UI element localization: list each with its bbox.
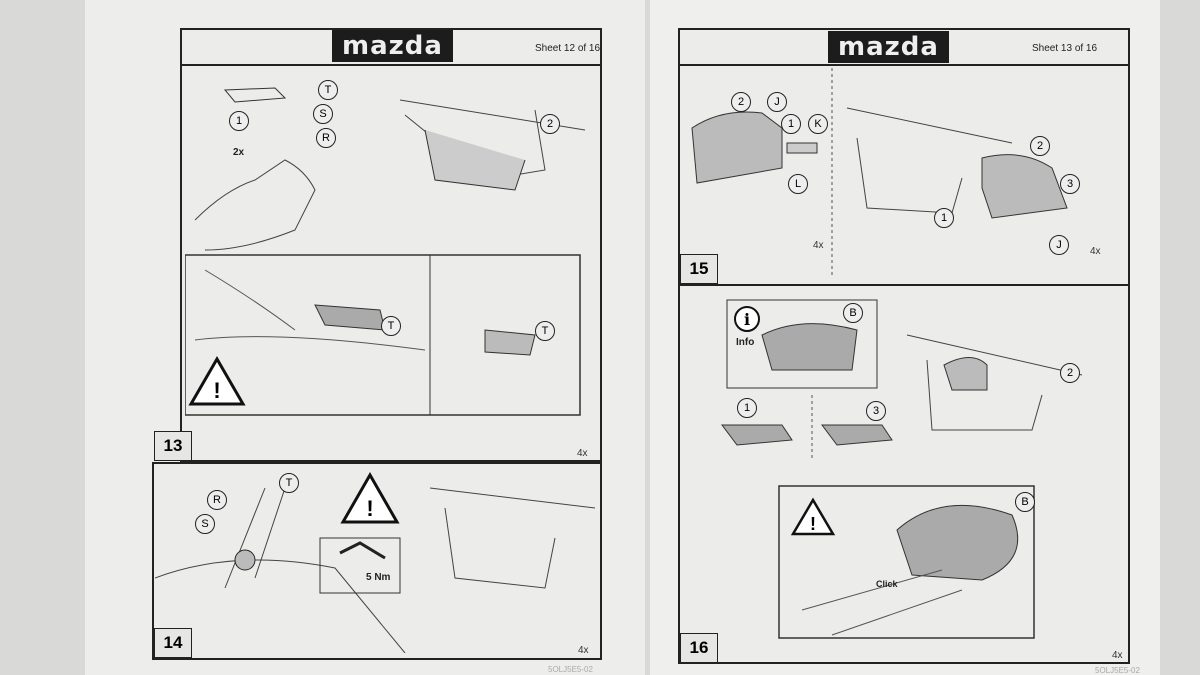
- quantity-label: 4x: [578, 645, 589, 656]
- quantity-label: 4x: [577, 448, 588, 459]
- callout-2-16: 2: [1060, 363, 1080, 383]
- callout-j-b: J: [1049, 235, 1069, 255]
- info-icon: i: [734, 306, 760, 332]
- step-number-15: 15: [680, 254, 718, 284]
- info-label: Info: [736, 337, 755, 348]
- step-14-illustration: [155, 487, 595, 653]
- quantity-label: 4x: [1090, 246, 1101, 257]
- callout-2: 2: [731, 92, 751, 112]
- mazda-logo: mazda: [828, 31, 949, 63]
- callout-1-b: 1: [934, 208, 954, 228]
- header-divider: [678, 64, 1130, 66]
- callout-b-2: B: [1015, 492, 1035, 512]
- svg-text:i: i: [744, 310, 750, 329]
- step-number-16: 16: [680, 633, 718, 663]
- callout-1: 1: [781, 114, 801, 134]
- sheet-number: Sheet 12 of 16: [535, 43, 601, 54]
- callout-3-16: 3: [866, 401, 886, 421]
- sheet-number: Sheet 13 of 16: [1032, 43, 1098, 54]
- step-15-illustration: [691, 68, 1068, 278]
- callout-j: J: [767, 92, 787, 112]
- callout-s: S: [313, 104, 333, 124]
- warning-icon-16: !: [790, 497, 836, 536]
- svg-text:!: !: [366, 496, 373, 521]
- callout-2-b: 2: [1030, 136, 1050, 156]
- step-divider: [678, 284, 1130, 286]
- callout-l: L: [788, 174, 808, 194]
- warning-icon-14: !: [340, 472, 400, 524]
- callout-s-14: S: [195, 514, 215, 534]
- callout-3: 3: [1060, 174, 1080, 194]
- header-divider: [180, 64, 602, 66]
- callout-1-16: 1: [737, 398, 757, 418]
- callout-2: 2: [540, 114, 560, 134]
- callout-t-detail: T: [381, 316, 401, 336]
- step-number-13: 13: [154, 431, 192, 461]
- torque-label: 5 Nm: [366, 572, 391, 583]
- step-16-illustration: [721, 299, 1083, 639]
- step-number-14: 14: [154, 628, 192, 658]
- warning-icon: !: [188, 356, 246, 406]
- mazda-logo: mazda: [332, 30, 453, 62]
- callout-r-14: R: [207, 490, 227, 510]
- callout-t-detail-2: T: [535, 321, 555, 341]
- callout-r: R: [316, 128, 336, 148]
- quantity-label: 4x: [813, 240, 824, 251]
- callout-t-14: T: [279, 473, 299, 493]
- callout-t: T: [318, 80, 338, 100]
- multiplier-label: 2x: [233, 147, 245, 158]
- svg-text:!: !: [810, 514, 816, 534]
- click-label: Click: [876, 579, 898, 589]
- callout-b: B: [843, 303, 863, 323]
- quantity-label: 4x: [1112, 650, 1123, 661]
- footer-code: 5OLJ5E5-02: [548, 665, 593, 674]
- callout-k: K: [808, 114, 828, 134]
- svg-text:!: !: [213, 378, 220, 403]
- footer-code: 5OLJ5E5-02: [1095, 666, 1140, 675]
- callout-1: 1: [229, 111, 249, 131]
